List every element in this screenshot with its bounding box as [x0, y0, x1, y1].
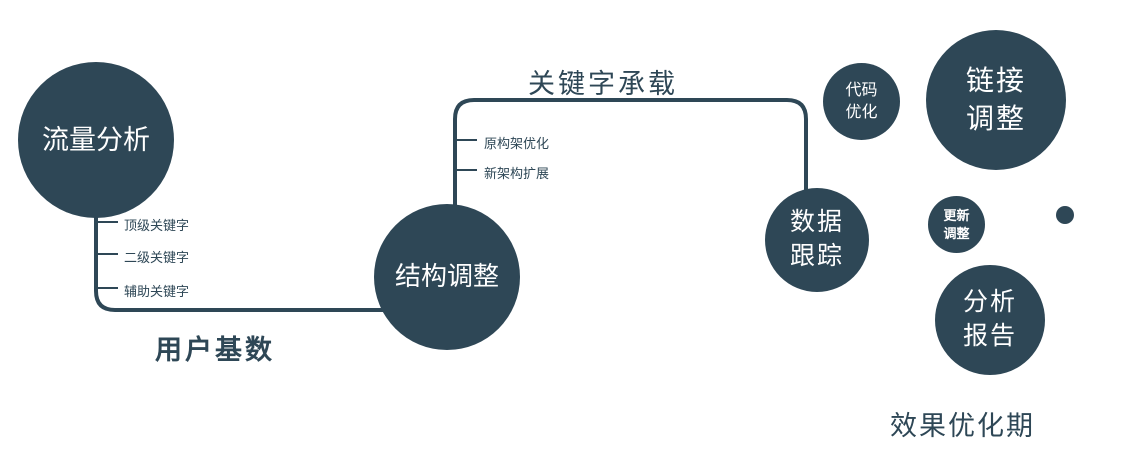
edge-keyword-carry-path — [453, 98, 808, 242]
node-code-optimize-line2: 优化 — [845, 103, 878, 121]
node-analysis-report-line2: 报告 — [962, 322, 1017, 350]
node-link-adjust: 链接 调整 — [926, 30, 1066, 170]
footer-phase-label: 效果优化期 — [890, 411, 1035, 441]
node-update-adjust-line2: 调整 — [943, 225, 970, 241]
node-data-tracking-line1: 数据 — [789, 208, 844, 237]
small-dot-bullet — [1056, 206, 1074, 224]
node-structure-adjust-label: 结构调整 — [394, 261, 499, 292]
tick-label-top-keyword: 顶级关键字 — [124, 218, 190, 233]
node-data-tracking: 数据 跟踪 — [765, 188, 869, 292]
edge-label-keyword-carry: 关键字承载 — [528, 69, 678, 99]
edge-label-user-base: 用户基数 — [155, 335, 275, 365]
node-analysis-report: 分析 报告 — [935, 265, 1045, 375]
tick-label-aux-keyword: 辅助关键字 — [124, 284, 190, 299]
node-update-adjust: 更新 调整 — [928, 196, 985, 253]
node-link-adjust-line1: 链接 — [965, 65, 1026, 97]
tick-label-orig-architecture: 原构架优化 — [484, 136, 550, 151]
node-analysis-report-line1: 分析 — [962, 288, 1017, 317]
node-structure-adjust: 结构调整 — [374, 204, 520, 350]
node-link-adjust-line2: 调整 — [965, 103, 1026, 134]
node-traffic-analysis-label: 流量分析 — [42, 124, 150, 155]
node-update-adjust-line1: 更新 — [943, 207, 970, 223]
tick-label-new-architecture: 新架构扩展 — [484, 166, 550, 181]
node-data-tracking-line2: 跟踪 — [789, 242, 844, 270]
tick-label-second-keyword: 二级关键字 — [124, 250, 190, 265]
node-traffic-analysis: 流量分析 — [18, 62, 174, 218]
node-code-optimize-line1: 代码 — [845, 81, 878, 99]
node-code-optimize: 代码 优化 — [823, 63, 900, 140]
edge-user-base-path — [94, 178, 444, 312]
